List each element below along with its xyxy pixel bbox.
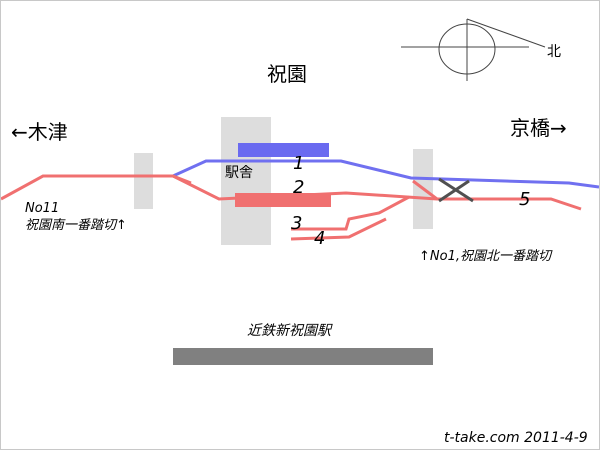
track-line-4 — [290, 217, 387, 241]
north-label: 北 — [547, 44, 561, 60]
page-title: 祝園 — [267, 62, 307, 86]
track-line-3 — [291, 195, 410, 231]
track-number-3: 3 — [291, 213, 302, 234]
junction-west — [172, 174, 192, 185]
platform-1 — [238, 143, 329, 157]
kintetsu-platform — [173, 348, 433, 365]
crossing-south-name: 祝園南一番踏切↑ — [25, 218, 127, 233]
crossing-south-marker — [134, 153, 153, 209]
track-line-2 — [1, 174, 582, 211]
kintetsu-station-label: 近鉄新祝園駅 — [247, 323, 333, 339]
switch-cross-icon — [438, 177, 474, 203]
track-crossover-5 — [412, 179, 438, 201]
compass-icon — [401, 18, 546, 81]
credit-text: t-take.com 2011-4-9 — [444, 430, 588, 446]
crossing-south-number: No11 — [25, 201, 59, 216]
station-building-area — [221, 117, 271, 245]
station-building-label: 駅舎 — [225, 165, 253, 181]
track-number-2: 2 — [293, 177, 304, 198]
track-number-1: 1 — [293, 153, 304, 174]
direction-kyobashi: 京橋→ — [510, 116, 567, 140]
track-line-1 — [172, 159, 599, 189]
direction-kizu: ←木津 — [11, 120, 68, 144]
crossing-north-label: ↑No1,祝園北一番踏切 — [419, 249, 553, 264]
track-number-4: 4 — [314, 228, 325, 249]
track-number-5: 5 — [519, 189, 530, 210]
